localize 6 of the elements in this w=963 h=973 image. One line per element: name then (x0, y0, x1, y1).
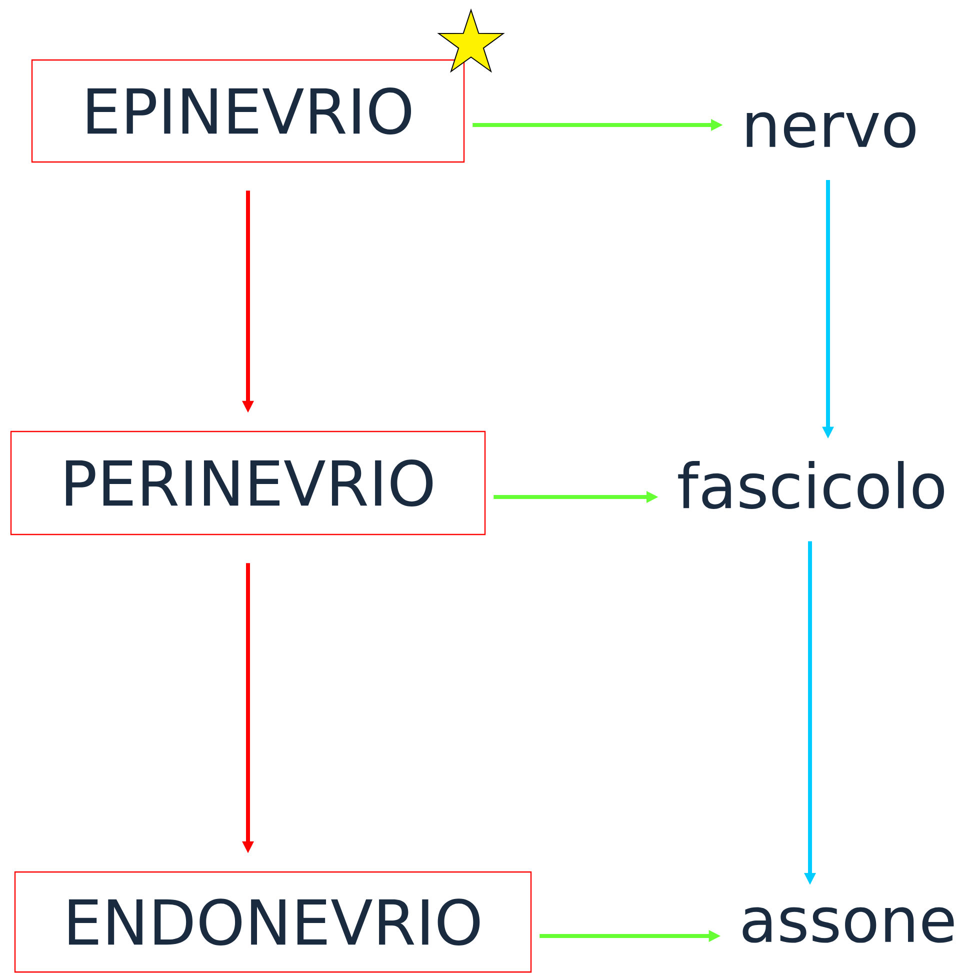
label-text: nervo (746, 112, 916, 148)
label-box: ENDONEVRIO (14, 871, 532, 973)
label-box: EPINEVRIO (31, 59, 465, 163)
label-box: PERINEVRIO (10, 430, 486, 536)
label-text: assone (742, 907, 954, 943)
label-text: fascicolo (678, 461, 944, 509)
